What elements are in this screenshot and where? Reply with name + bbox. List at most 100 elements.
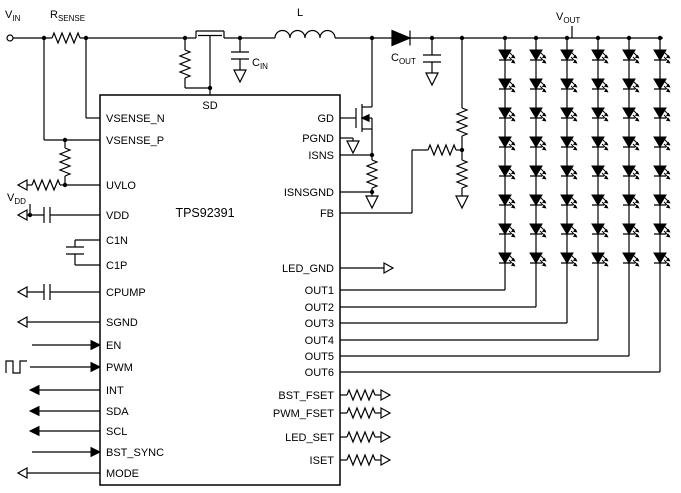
led-icon [653,78,672,94]
offpage-arrow-icon [380,431,391,443]
led-icon [498,136,517,152]
led-icon [591,49,610,65]
led-icon [560,49,579,65]
pin-cpump: CPUMP [106,287,146,299]
junction-dot [626,35,632,41]
led-icon [653,252,672,268]
led-icon [560,78,579,94]
led-icon [622,194,641,210]
pin-c1n: C1N [106,235,128,247]
pwm-fset-resistor-icon [346,407,376,419]
pin-pwm: PWM [106,362,133,374]
led-icon [653,49,672,65]
led-icon [529,252,548,268]
fb-divider [340,38,469,214]
led-icon [591,194,610,210]
offpage-arrow-icon [17,286,28,298]
offpage-arrow-icon [17,316,28,328]
led-icon [591,136,610,152]
led-icon [622,252,641,268]
led-icon [498,78,517,94]
pin-led-set: LED_SET [285,432,334,444]
pin-scl: SCL [106,426,127,438]
bst-fset-resistor-icon [346,389,376,401]
pin-isnsgnd: ISNSGND [284,187,334,199]
pin-sda: SDA [106,406,129,418]
flying-capacitor-icon [66,239,100,266]
uvlo-top-resistor-icon [59,147,71,177]
fb-series-resistor-icon [427,144,457,156]
led-icon [560,107,579,123]
set-resistors [340,389,391,466]
pin-sgnd: SGND [106,317,138,329]
uvlo-network [17,140,100,191]
pin-vsense-n: VSENSE_N [106,113,165,125]
led-icon [653,194,672,210]
led-icon [622,223,641,239]
pin-out4: OUT4 [305,335,334,347]
input-arrow-icon [90,339,101,351]
led-icon [591,107,610,123]
led-icon [653,136,672,152]
isns-network [340,154,379,209]
junction-dot [657,35,663,41]
pin-out5: OUT5 [305,351,334,363]
pin-uvlo: UVLO [106,180,136,192]
gate-resistor-icon [179,49,191,79]
led-icon [591,223,610,239]
vin-label: VIN [5,9,21,23]
fb-bottom-resistor-icon [456,159,468,189]
led-icon [591,165,610,181]
inductor-icon [274,29,336,39]
led-icon [653,107,672,123]
text-labels: VIN RSENSE L CIN COUT VOUT VDD TPS92391 … [5,7,580,480]
pin-gd: GD [318,113,335,125]
input-arrow-icon [90,361,101,373]
uvlo-bottom-resistor-icon [31,179,61,191]
cin-label: CIN [252,57,268,71]
led-icon [560,194,579,210]
junction-dot [502,35,508,41]
fb-top-resistor-icon [456,107,468,137]
junction-dot [595,35,601,41]
wiring [5,26,672,486]
input-arrow-icon [90,446,101,458]
junction-dot [564,35,570,41]
led-icon [591,78,610,94]
offpage-arrow-icon [380,407,391,419]
cout-label: COUT [391,52,416,66]
led-icon [529,194,548,210]
led-icon [560,165,579,181]
led-icon [560,252,579,268]
offpage-arrow-icon [17,467,28,479]
led-icon [653,165,672,181]
offpage-arrow-icon [17,209,28,221]
pwm-waveform-icon [5,360,27,374]
led-icon [591,252,610,268]
led-icon [622,165,641,181]
output-arrow-icon [29,405,40,417]
output-arrow-icon [29,384,40,396]
pin-bst-fset: BST_FSET [278,390,334,402]
sd-fet-icon [179,30,225,95]
vin-terminal-icon [6,34,14,42]
pin-vsense-p: VSENSE_P [106,135,164,147]
pin-out1: OUT1 [305,285,334,297]
rsense-label: RSENSE [50,9,85,23]
isns-resistor-icon [366,159,378,189]
pin-vdd: VDD [106,210,129,222]
led-icon [529,78,548,94]
ground-icon [425,72,439,86]
led-icon [560,136,579,152]
led-icon [622,49,641,65]
ic-name: TPS92391 [175,206,234,220]
led-icon [529,107,548,123]
diode-icon [372,29,412,47]
cout-capacitor-icon [423,38,441,86]
pin-iset: ISET [310,455,335,467]
pin-int: INT [106,385,124,397]
led-icon [622,136,641,152]
led-icon [529,49,548,65]
rsense-resistor-icon [51,32,81,44]
